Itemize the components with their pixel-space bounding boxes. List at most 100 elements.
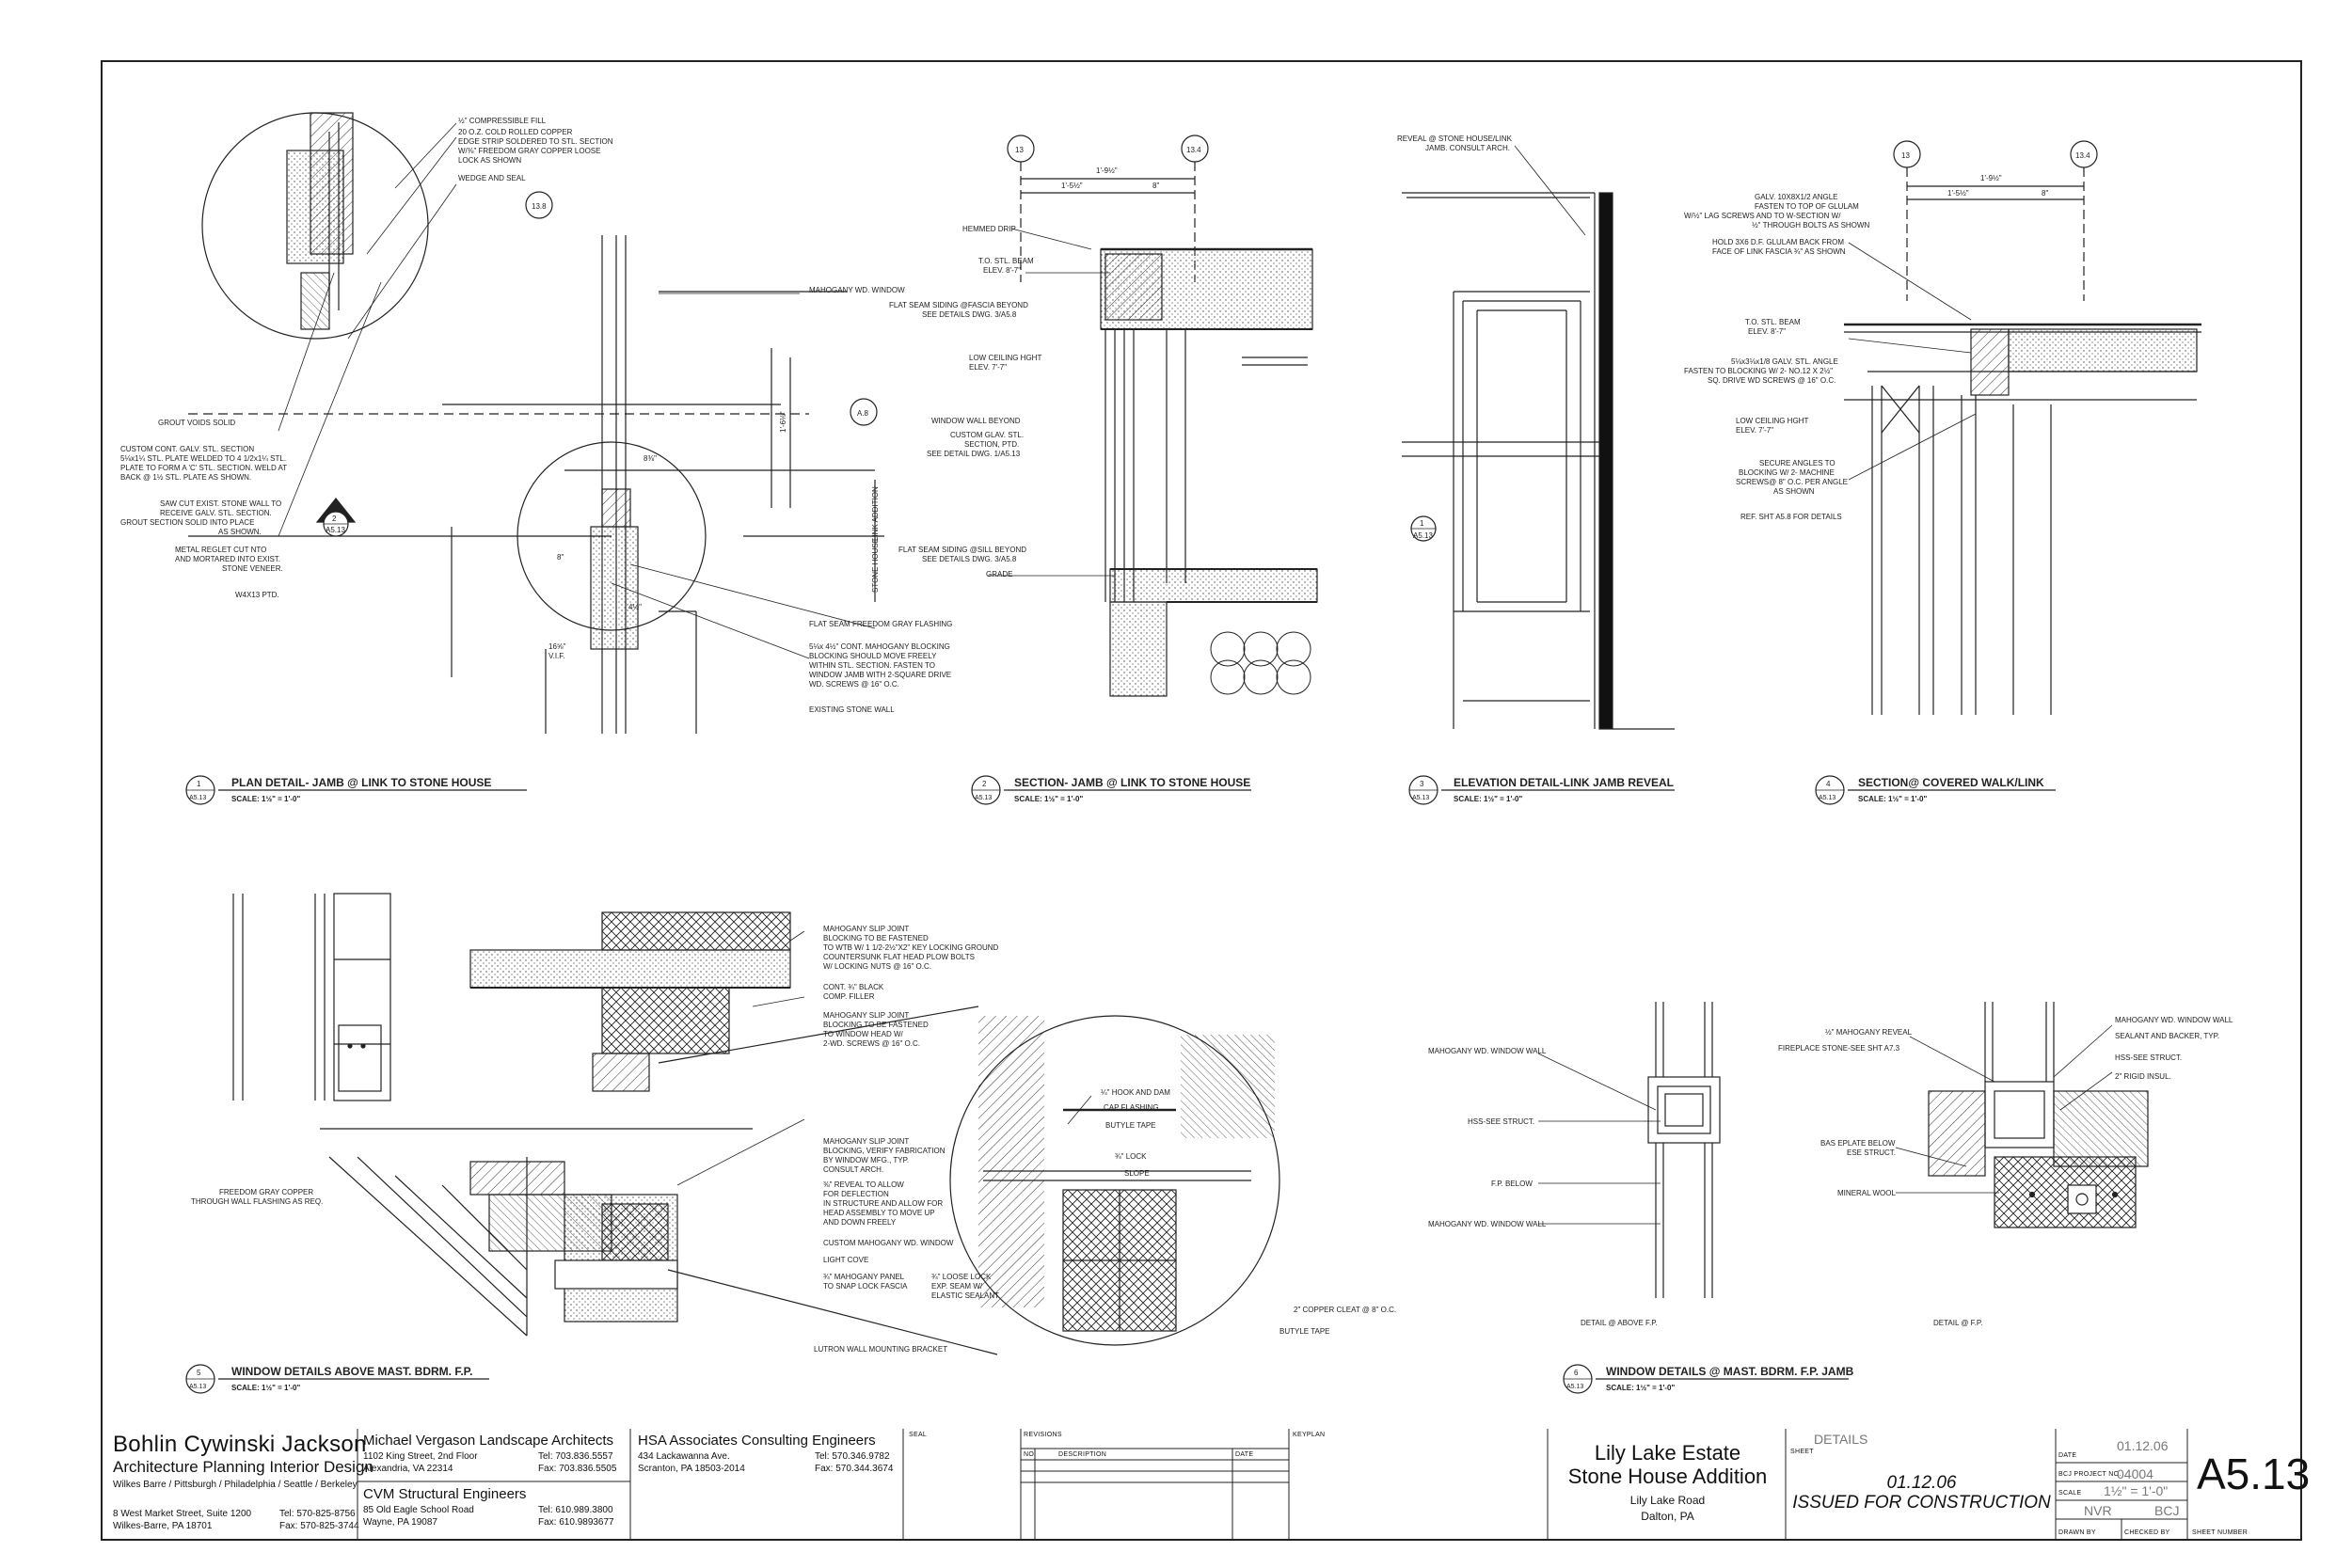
- note: W4X13 PTD.: [235, 591, 279, 599]
- title-text: SECTION- JAMB @ LINK TO STONE HOUSE: [1014, 776, 1250, 789]
- title-text: PLAN DETAIL- JAMB @ LINK TO STONE HOUSE: [231, 776, 491, 789]
- revision-no-label: NO.: [1024, 1451, 1037, 1458]
- project-name: Lily Lake Estate: [1594, 1441, 1741, 1465]
- note: ELEV. 7'-7": [1736, 426, 1773, 435]
- note: FACE OF LINK FASCIA ¾" AS SHOWN: [1712, 247, 1846, 256]
- note: FREEDOM GRAY COPPER: [219, 1188, 313, 1196]
- structural-engineer-tel: Tel: 610.989.3800: [538, 1505, 613, 1515]
- note: 5⅛x3⅛x1/8 GALV. STL. ANGLE: [1731, 357, 1838, 366]
- note: EDGE STRIP SOLDERED TO STL. SECTION: [458, 137, 613, 146]
- detail-title-4: 4 A5.13 SECTION@ COVERED WALK/LINK SCALE…: [1815, 775, 2056, 805]
- title-text: WINDOW DETAILS ABOVE MAST. BDRM. F.P.: [231, 1365, 472, 1378]
- structural-engineer-fax: Fax: 610.9893677: [538, 1517, 614, 1528]
- scale-value: 1½" = 1'-0": [2104, 1483, 2169, 1498]
- dimension: 1'-9½": [1980, 174, 2002, 182]
- note: W/ LOCKING NUTS @ 16" O.C.: [823, 962, 931, 971]
- revision-description-label: DESCRIPTION: [1058, 1451, 1107, 1458]
- firm-tagline: Architecture Planning Interior Design: [113, 1458, 373, 1476]
- detail-6-drawing: [1647, 1002, 2149, 1298]
- note: SCREWS@ 8" O.C. PER ANGLE: [1736, 478, 1848, 486]
- dimension: 1'-6⅛": [779, 411, 787, 433]
- sheet-border: [101, 60, 2302, 1541]
- dimension: 8": [2042, 189, 2048, 198]
- note: ELEV. 8'-7": [983, 266, 1021, 275]
- note: AS SHOWN.: [218, 528, 262, 536]
- note: BUTYLE TAPE: [1105, 1121, 1156, 1130]
- detail-6-notes: MAHOGANY WD. WINDOW WALL HSS-SEE STRUCT.…: [1428, 1016, 2233, 1327]
- landscape-architect-address-2: Alexandria, VA 22314: [363, 1464, 453, 1474]
- detail-5-notes: MAHOGANY SLIP JOINT BLOCKING TO BE FASTE…: [191, 925, 1396, 1354]
- dimension: 1'-5½": [1061, 182, 1083, 190]
- note: JAMB. CONSULT ARCH.: [1425, 144, 1510, 152]
- note: HOLD 3X6 D.F. GLULAM BACK FROM: [1712, 238, 1844, 246]
- leader-lines: [278, 122, 2113, 1225]
- note: TO WINDOW HEAD W/: [823, 1030, 904, 1038]
- grid-bubble-label: 13: [1015, 146, 1024, 154]
- detail-title-6: 6 A5.13 WINDOW DETAILS @ MAST. BDRM. F.P…: [1563, 1364, 1854, 1394]
- note: PLATE TO FORM A 'C' STL. SECTION. WELD A…: [120, 464, 287, 472]
- detail-1-drawing: [188, 112, 884, 734]
- note: GROUT SECTION SOLID INTO PLACE: [120, 518, 254, 527]
- note: HSS-SEE STRUCT.: [1468, 1117, 1534, 1126]
- grid-bubble-label: 13.8: [532, 202, 547, 211]
- detail-title-3: 3 A5.13 ELEVATION DETAIL-LINK JAMB REVEA…: [1408, 775, 1675, 805]
- note: TO SNAP LOCK FASCIA: [823, 1282, 908, 1291]
- sheet-number: A5.13: [2197, 1449, 2311, 1498]
- title-sheet: A5.13: [1819, 795, 1836, 801]
- note: CONT. ¾" BLACK: [823, 983, 884, 991]
- note: ⅜" REVEAL TO ALLOW: [823, 1180, 904, 1189]
- scale-label: SCALE: [2058, 1490, 2082, 1497]
- note: AND DOWN FREELY: [823, 1218, 897, 1227]
- title-num: 1: [197, 780, 201, 788]
- note: SEE DETAIL DWG. 1/A5.13: [927, 450, 1021, 458]
- note: BUTYLE TAPE: [1279, 1327, 1330, 1336]
- title-sheet: A5.13: [1412, 795, 1429, 801]
- note: LIGHT COVE: [823, 1256, 868, 1264]
- issue-date: 01.12.06: [1886, 1473, 1957, 1493]
- note: BLOCKING W/ 2- MACHINE: [1739, 468, 1835, 477]
- detail-4-notes: 13 13.4 1'-9½" 1'-5½" 8" GALV. 10X8X1/2 …: [1684, 151, 2090, 521]
- detail-titles: 1 A5.13 PLAN DETAIL- JAMB @ LINK TO STON…: [185, 775, 2056, 1394]
- grid-bubble-label: 13.4: [2075, 151, 2090, 160]
- note: ¾" MAHOGANY PANEL: [823, 1273, 905, 1281]
- note: STONE HOUSE: [871, 538, 880, 593]
- note: SEALANT AND BACKER, TYP.: [2115, 1032, 2219, 1040]
- note: CUSTOM GLAV. STL.: [950, 431, 1024, 439]
- title-num: 4: [1826, 780, 1831, 788]
- grid-bubble-label: 13: [1901, 151, 1910, 160]
- grid-bubble-label: A.8: [857, 409, 869, 418]
- detail-title-5: 5 A5.13 WINDOW DETAILS ABOVE MAST. BDRM.…: [185, 1364, 489, 1394]
- structural-engineer-address-2: Wayne, PA 19087: [363, 1517, 437, 1528]
- note: FIREPLACE STONE-SEE SHT A7.3: [1778, 1044, 1900, 1053]
- marker-sheet: A5.13: [1413, 531, 1433, 540]
- title-num: 2: [982, 780, 987, 788]
- note: CAP FLASHING: [1104, 1103, 1159, 1112]
- title-sheet: A5.13: [1566, 1384, 1583, 1390]
- dimension: V.I.F.: [548, 652, 565, 660]
- note: ½" COMPRESSIBLE FILL: [458, 117, 547, 125]
- title-scale: SCALE: 1½" = 1'-0": [231, 1384, 300, 1392]
- title-text: ELEVATION DETAIL-LINK JAMB REVEAL: [1454, 776, 1674, 789]
- note: ELEV. 8'-7": [1748, 327, 1786, 336]
- checked-by-value: BCJ: [2154, 1503, 2180, 1518]
- sheet-number-label: SHEET NUMBER: [2192, 1529, 2249, 1536]
- note: ½" THROUGH BOLTS AS SHOWN: [1752, 221, 1869, 230]
- note: WITHIN STL. SECTION. FASTEN TO: [809, 661, 935, 670]
- note: TO WTB W/ 1 1/2-2½"X2" KEY LOCKING GROUN…: [823, 943, 999, 952]
- seal-label: SEAL: [909, 1432, 928, 1438]
- checked-by-label: CHECKED BY: [2124, 1529, 2170, 1536]
- note: F.P. BELOW: [1491, 1180, 1533, 1188]
- note: CONSULT ARCH.: [823, 1165, 883, 1174]
- note: GRADE: [986, 570, 1012, 578]
- project-address-1: Lily Lake Road: [1629, 1494, 1706, 1507]
- detail-5-drawing: [232, 893, 1280, 1355]
- revisions-label: REVISIONS: [1024, 1432, 1062, 1438]
- landscape-architect-address-1: 1102 King Street, 2nd Floor: [363, 1451, 478, 1462]
- note: T.O. STL. BEAM: [1745, 318, 1801, 326]
- note: SQ. DRIVE WD SCREWS @ 16" O.C.: [1708, 376, 1836, 385]
- firm-address-2: Wilkes-Barre, PA 18701: [113, 1521, 213, 1531]
- landscape-architect-name: Michael Vergason Landscape Architects: [363, 1433, 613, 1449]
- consulting-engineer-tel: Tel: 570.346.9782: [815, 1451, 890, 1462]
- note: DETAIL @ ABOVE F.P.: [1581, 1319, 1658, 1327]
- note: BACK @ 1½ STL. PLATE AS SHOWN.: [120, 473, 251, 482]
